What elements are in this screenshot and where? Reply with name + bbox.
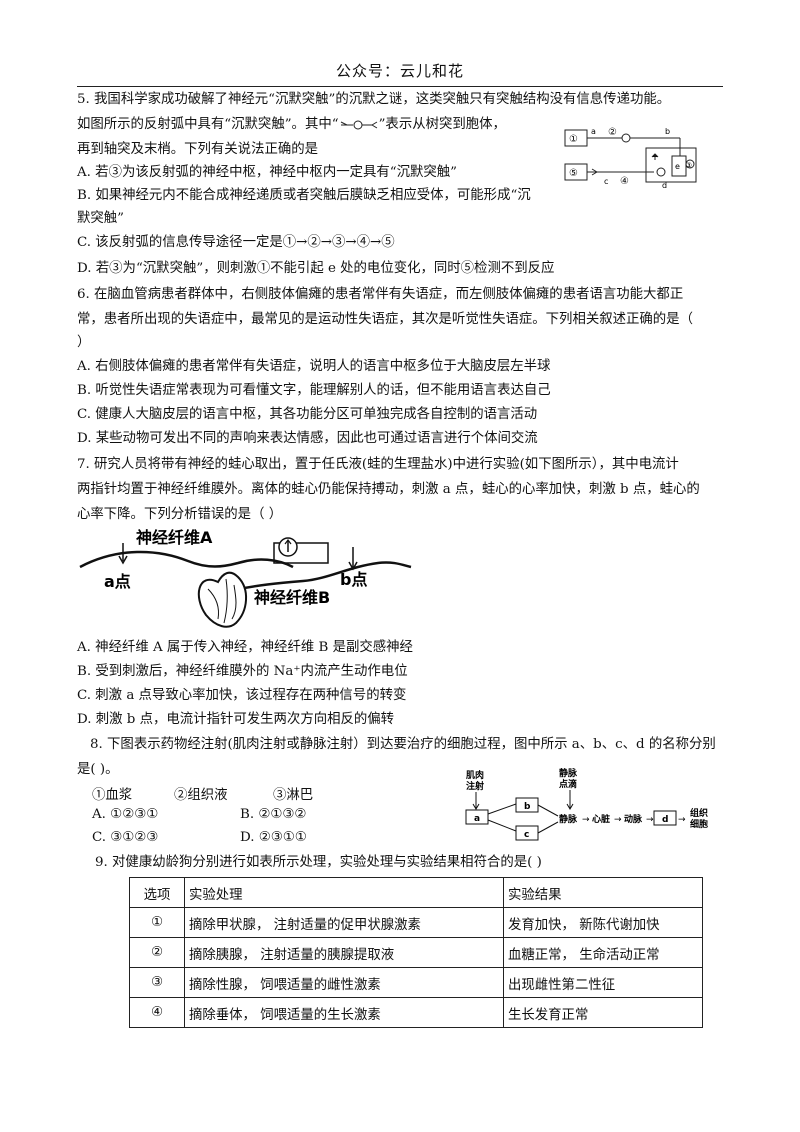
fig-label-b: b <box>665 127 670 136</box>
iv-drip-label-1: 静脉 <box>559 768 578 779</box>
table-cell: 发育加快， 新陈代谢加快 <box>503 907 703 938</box>
table-row: ③ 摘除性腺， 饲喂适量的雌性激素 出现雌性第二性征 <box>129 967 703 998</box>
q5-stem-line-1: 5. 我国科学家成功破解了神经元“沉默突触”的沉默之谜，这类突触只有突触结构没有… <box>77 92 671 107</box>
q6-stem-line-3: ） <box>77 335 91 350</box>
table-header-result: 实验结果 <box>503 877 703 908</box>
frog-heart-diagram: 神经纤维A a点 神经纤维B b点 <box>79 528 412 628</box>
table-cell: 摘除性腺， 饲喂适量的雌性激素 <box>184 967 504 998</box>
table-row: ① 摘除甲状腺， 注射适量的促甲状腺激素 发育加快， 新陈代谢加快 <box>129 907 703 938</box>
table-cell: ② <box>129 937 185 968</box>
fig-label-3: ③ <box>685 161 692 170</box>
table-header-treatment: 实验处理 <box>184 877 504 908</box>
header-rule <box>77 86 723 87</box>
q7-stem-line-1: 7. 研究人员将带有神经的蛙心取出，置于任氏液(蛙的生理盐水)中进行实验(如下图… <box>77 457 679 472</box>
q7-stem-line-2: 两指针均置于神经纤维膜外。离体的蛙心仍能保持搏动，刺激 a 点，蛙心的心率加快，… <box>77 482 700 497</box>
q6-option-d: D. 某些动物可发出不同的声响来表达情感，因此也可通过语言进行个体间交流 <box>77 431 538 446</box>
box-b-label: b <box>524 802 531 812</box>
q8-stem-line-1: 8. 下图表示药物经注射(肌肉注射或静脉注射）到达要治疗的细胞过程，图中所示 a… <box>90 737 716 752</box>
q7-option-c: C. 刺激 a 点导致心率加快，该过程存在两种信号的转变 <box>77 688 407 703</box>
fig-label-e: e <box>675 162 680 171</box>
fig-label-c: c <box>604 177 608 186</box>
q8-option-c: C. ③①②③ <box>92 830 159 845</box>
arrow-heart-artery: → <box>614 815 622 825</box>
q6-option-c: C. 健康人大脑皮层的语言中枢，其各功能分区可单独完成各自控制的语言活动 <box>77 407 538 422</box>
table-row: ② 摘除胰腺， 注射适量的胰腺提取液 血糖正常， 生命活动正常 <box>129 937 703 968</box>
artery-label: 动脉 <box>624 813 643 825</box>
q5-option-b-cont: 默突触” <box>77 211 125 226</box>
q5-stem-line-2: 如图所示的反射弧中具有“沉默突触”。其中“ ”表示从树突到胞体， <box>77 115 506 135</box>
page-header: 公众号：云儿和花 <box>335 62 464 80</box>
q6-stem-line-1: 6. 在脑血管病患者群体中，右侧肢体偏瘫的患者常伴有失语症，而左侧肢体偏瘫的患者… <box>77 287 684 302</box>
heart-label: 心脏 <box>592 813 610 825</box>
reflex-arc-diagram: ① a ② b ⑤ c ④ d e ③ <box>564 127 697 190</box>
vein-label: 静脉 <box>559 813 578 825</box>
q8-stem-line-2: 是( )。 <box>77 762 119 777</box>
q5-option-b: B. 如果神经元内不能合成神经递质或者突触后膜缺乏相应受体，可能形成“沉 <box>77 188 531 203</box>
table-cell: ① <box>129 907 185 938</box>
box-c-label: c <box>524 830 529 840</box>
table-cell: 生长发育正常 <box>503 997 703 1028</box>
q5-option-c: C. 该反射弧的信息传导途径一定是①→②→③→④→⑤ <box>77 235 395 250</box>
iv-drip-label-2: 点滴 <box>559 778 577 790</box>
q9-stem: 9. 对健康幼龄狗分别进行如表所示处理，实验处理与实验结果相符合的是( ) <box>95 855 542 870</box>
q7-option-b: B. 受到刺激后，神经纤维膜外的 Na⁺内流产生动作电位 <box>77 664 408 679</box>
table-header-row: 选项 实验处理 实验结果 <box>129 877 703 908</box>
table-header-option: 选项 <box>129 877 185 908</box>
arrow-d-cell: → <box>678 815 686 825</box>
q6-option-b: B. 听觉性失语症常表现为可看懂文字，能理解别人的话，但不能用语言表达自己 <box>77 383 551 398</box>
fiber-a-label: 神经纤维A <box>136 528 213 547</box>
table-cell: 摘除胰腺， 注射适量的胰腺提取液 <box>184 937 504 968</box>
table-cell: 出现雌性第二性征 <box>503 967 703 998</box>
fiber-b-label: 神经纤维B <box>254 588 330 607</box>
arrow-vein-heart: → <box>582 815 590 825</box>
q8-option-b: B. ②①③② <box>240 807 307 822</box>
q5-option-d: D. 若③为“沉默突触”，则刺激①不能引起 e 处的电位变化，同时⑤检测不到反应 <box>77 261 555 276</box>
tissue-cell-label-1: 组织 <box>690 807 708 819</box>
table-row: ④ 摘除垂体， 饲喂适量的生长激素 生长发育正常 <box>129 997 703 1028</box>
fig-label-4: ④ <box>620 176 629 187</box>
im-injection-label-2: 注射 <box>466 780 484 792</box>
box-d-label: d <box>662 815 668 825</box>
q5-stem-line-3: 再到轴突及末梢。下列有关说法正确的是 <box>77 142 319 157</box>
box-a-label: a <box>474 814 480 824</box>
q7-stem-line-3: 心率下降。下列分析错误的是（ ） <box>77 507 283 522</box>
q6-option-a: A. 右侧肢体偏瘫的患者常伴有失语症，说明人的语言中枢多位于大脑皮层左半球 <box>77 359 551 374</box>
q6-stem-line-2: 常，患者所出现的失语症中，最常见的是运动性失语症，其次是听觉性失语症。下列相关叙… <box>77 312 693 327</box>
q5-option-a: A. 若③为该反射弧的神经中枢，神经中枢内一定具有“沉默突触” <box>77 165 458 180</box>
table-cell: ③ <box>129 967 185 998</box>
q8-option-d: D. ②③①① <box>240 830 307 845</box>
tissue-cell-label-2: 细胞 <box>690 818 708 830</box>
table-cell: ④ <box>129 997 185 1028</box>
fig-label-a: a <box>591 127 596 136</box>
q7-option-a: A. 神经纤维 A 属于传入神经，神经纤维 B 是副交感神经 <box>77 640 413 655</box>
q7-option-d: D. 刺激 b 点，电流计指针可发生两次方向相反的偏转 <box>77 712 395 727</box>
q8-legend-lymph: ③淋巴 <box>273 788 314 803</box>
table-cell: 摘除垂体， 饲喂适量的生长激素 <box>184 997 504 1028</box>
point-b-label: b点 <box>340 570 367 589</box>
fig-label-1: ① <box>569 134 578 145</box>
q8-option-a: A. ①②③① <box>92 807 159 822</box>
fig-label-d: d <box>662 181 667 190</box>
table-cell: 血糖正常， 生命活动正常 <box>503 937 703 968</box>
point-a-label: a点 <box>104 572 131 591</box>
fig-label-2: ② <box>608 127 617 138</box>
q5-stem-line-2a: 如图所示的反射弧中具有“沉默突触”。其中“ <box>77 117 339 132</box>
q8-legend-plasma: ①血浆 <box>92 788 133 803</box>
neuron-symbol-icon <box>340 120 377 129</box>
fig-label-5: ⑤ <box>569 168 578 179</box>
q8-legend-tissue-fluid: ②组织液 <box>174 788 228 803</box>
im-injection-label-1: 肌肉 <box>465 769 484 781</box>
q9-experiment-table: 选项 实验处理 实验结果 ① 摘除甲状腺， 注射适量的促甲状腺激素 发育加快， … <box>129 877 703 1028</box>
table-cell: 摘除甲状腺， 注射适量的促甲状腺激素 <box>184 907 504 938</box>
arrow-artery-d: → <box>646 815 654 825</box>
q5-stem-line-2b: ”表示从树突到胞体， <box>378 117 506 132</box>
drug-flow-diagram: 肌肉 注射 a b c 静脉 点滴 静脉 → 心脏 → 动脉 → d → 组织 … <box>465 768 708 841</box>
